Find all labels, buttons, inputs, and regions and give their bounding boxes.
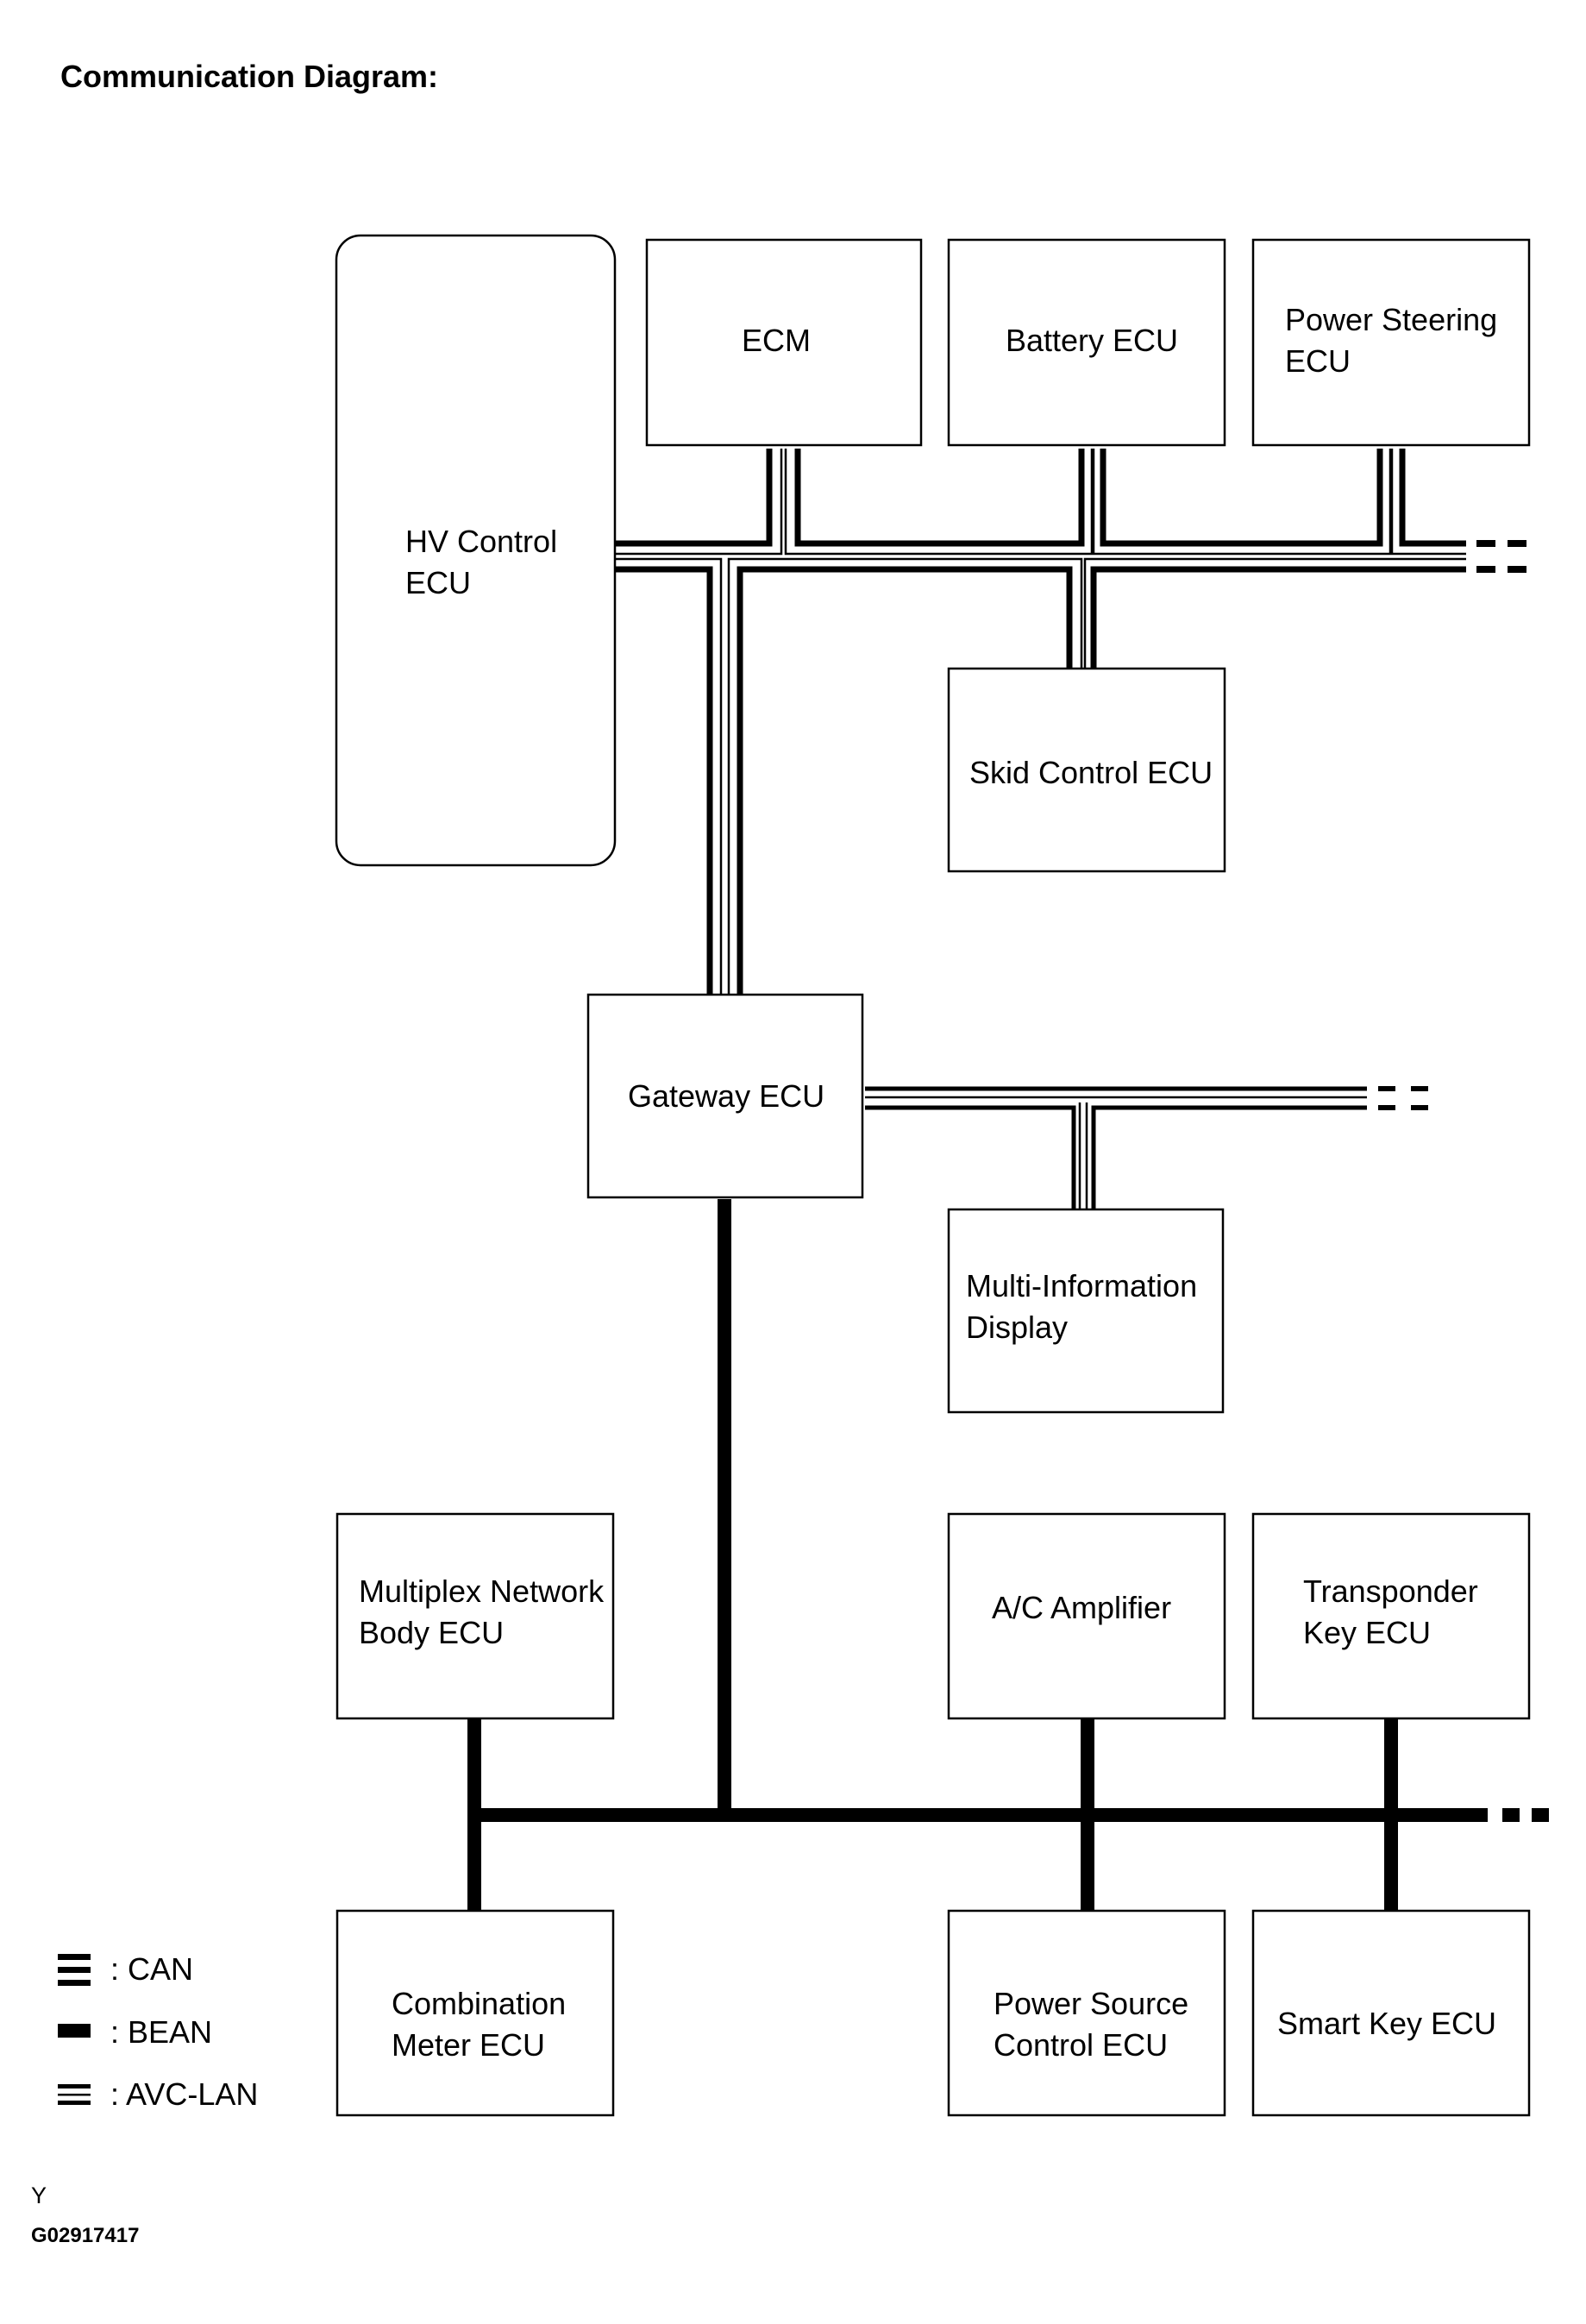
legend-avc-lan-symbol bbox=[58, 2084, 91, 2105]
node-ac-amplifier: A/C Amplifier bbox=[947, 1512, 1226, 1720]
combination-meter-label-line1: Combination bbox=[392, 1986, 566, 2021]
skid-label: Skid Control ECU bbox=[969, 755, 1213, 790]
node-skid-control-ecu: Skid Control ECU bbox=[947, 667, 1226, 873]
ecm-label: ECM bbox=[742, 323, 811, 358]
ac-amp-label: A/C Amplifier bbox=[992, 1590, 1171, 1625]
multiplex-label-line1: Multiplex Network bbox=[359, 1573, 605, 1609]
node-combination-meter-ecu: Combination Meter ECU bbox=[335, 1909, 615, 2117]
transponder-label-line1: Transponder bbox=[1303, 1573, 1478, 1609]
footer-figure-id: G02917417 bbox=[31, 2224, 140, 2247]
node-transponder-key-ecu: Transponder Key ECU bbox=[1251, 1512, 1531, 1720]
node-multi-information-display: Multi-Information Display bbox=[947, 1208, 1225, 1414]
legend-can-symbol bbox=[58, 1954, 91, 1986]
battery-label: Battery ECU bbox=[1006, 323, 1178, 358]
can-bus-inner bbox=[616, 449, 1466, 1001]
avc-lan-continuation bbox=[1378, 1086, 1428, 1110]
legend: : CAN : BEAN : AVC-LAN bbox=[58, 1951, 258, 2112]
multi-info-label-line1: Multi-Information bbox=[966, 1268, 1197, 1303]
multi-info-label-line2: Display bbox=[966, 1310, 1068, 1345]
node-power-source-control-ecu: Power Source Control ECU bbox=[947, 1909, 1226, 2117]
node-smart-key-ecu: Smart Key ECU bbox=[1251, 1909, 1531, 2117]
multiplex-label-line2: Body ECU bbox=[359, 1615, 504, 1650]
power-source-label-line1: Power Source bbox=[994, 1986, 1188, 2021]
legend-can-label: : CAN bbox=[110, 1951, 193, 1987]
footer-code-y: Y bbox=[31, 2183, 47, 2208]
node-gateway-ecu: Gateway ECU bbox=[586, 993, 864, 1199]
hv-label-line2: ECU bbox=[405, 565, 471, 600]
node-hv-control-ecu: HV Control ECU bbox=[335, 234, 617, 867]
node-ecm: ECM bbox=[645, 238, 923, 447]
hv-label-line1: HV Control bbox=[405, 524, 557, 559]
can-bus-continuation bbox=[1476, 540, 1526, 573]
avc-lan-inner bbox=[865, 1096, 1367, 1212]
bean-bus bbox=[467, 1199, 1488, 1915]
node-battery-ecu: Battery ECU bbox=[947, 238, 1226, 447]
gateway-label: Gateway ECU bbox=[628, 1078, 824, 1114]
power-steering-label-line2: ECU bbox=[1285, 343, 1351, 379]
power-source-label-line2: Control ECU bbox=[994, 2027, 1168, 2063]
power-steering-label-line1: Power Steering bbox=[1285, 302, 1497, 337]
legend-bean-label: : BEAN bbox=[110, 2014, 212, 2050]
can-bus-lower-line bbox=[616, 566, 1466, 1001]
transponder-label-line2: Key ECU bbox=[1303, 1615, 1431, 1650]
legend-bean-symbol bbox=[58, 2024, 91, 2038]
can-bus bbox=[616, 449, 1466, 1001]
node-multiplex-network-body-ecu: Multiplex Network Body ECU bbox=[335, 1512, 615, 1720]
page-title: Communication Diagram: bbox=[60, 59, 439, 94]
can-bus-upper-line bbox=[616, 449, 1466, 547]
node-power-steering-ecu: Power Steering ECU bbox=[1251, 238, 1531, 447]
combination-meter-label-line2: Meter ECU bbox=[392, 2027, 545, 2063]
avc-lan-bus bbox=[865, 1086, 1367, 1212]
smart-key-label: Smart Key ECU bbox=[1277, 2006, 1496, 2041]
legend-avc-lan-label: : AVC-LAN bbox=[110, 2076, 258, 2112]
bean-bus-continuation bbox=[1502, 1808, 1549, 1822]
